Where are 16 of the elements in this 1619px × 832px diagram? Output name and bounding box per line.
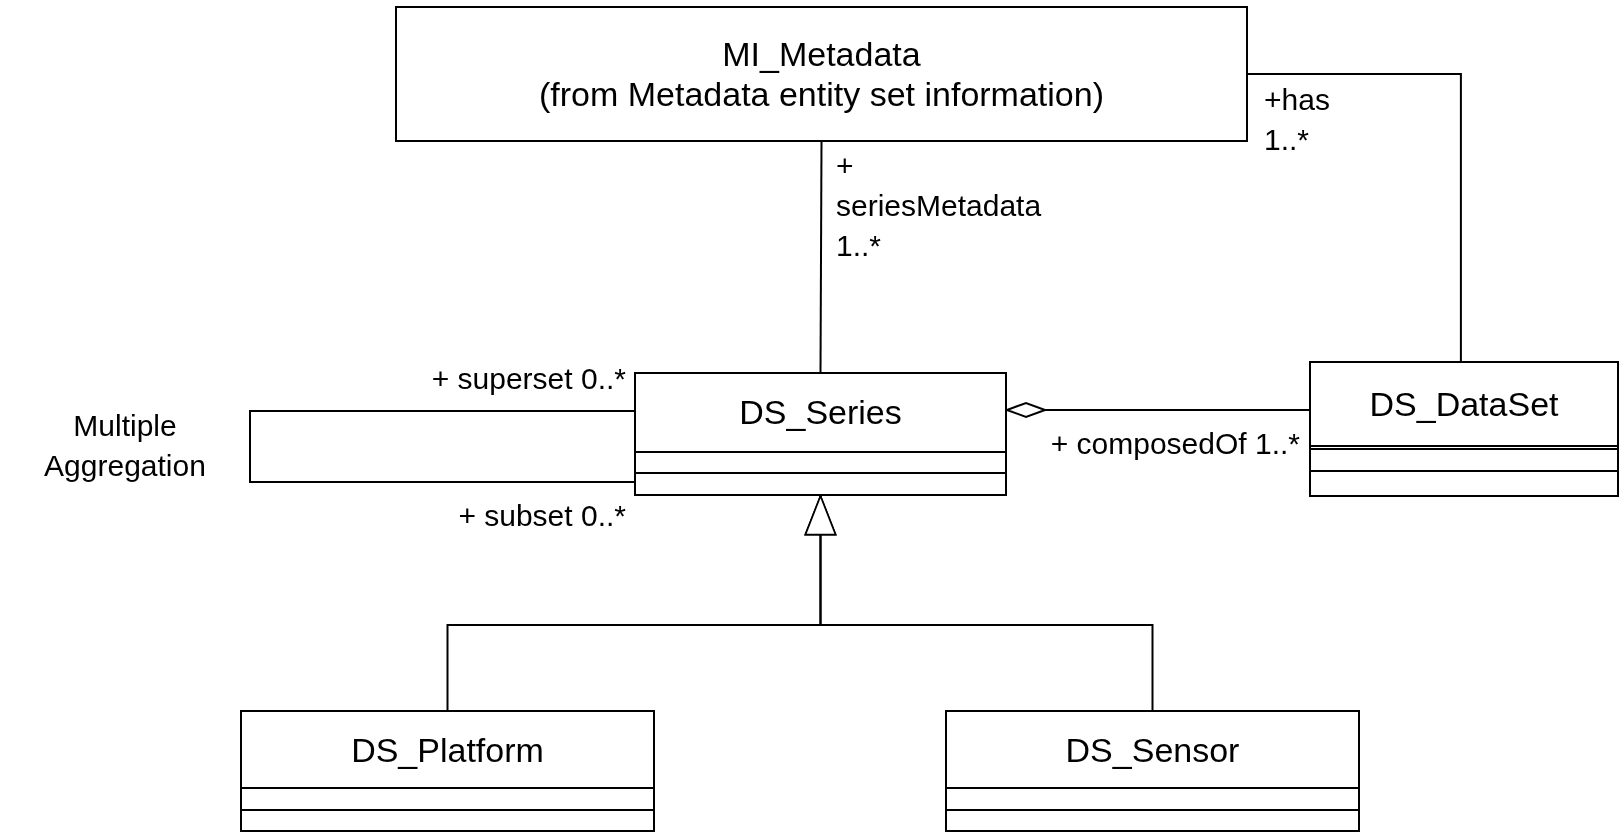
class-name: DS_Sensor [1065, 729, 1240, 770]
association-line [249, 410, 635, 483]
class-box [240, 710, 655, 832]
class-box [945, 710, 1360, 832]
inheritance-arrow [804, 495, 1154, 711]
aggregation-line [1006, 401, 1310, 418]
class-box [634, 372, 1007, 496]
association-line [1247, 73, 1462, 362]
class-name: MI_Metadata [722, 34, 921, 74]
class-name: DS_DataSet [1369, 384, 1559, 424]
association-line [819, 141, 823, 373]
class-box [395, 6, 1248, 142]
class-box [1309, 361, 1619, 497]
class-note: (from Metadata entity set information) [539, 74, 1104, 114]
class-name: DS_Series [739, 392, 902, 433]
class-name: DS_Platform [351, 729, 544, 770]
